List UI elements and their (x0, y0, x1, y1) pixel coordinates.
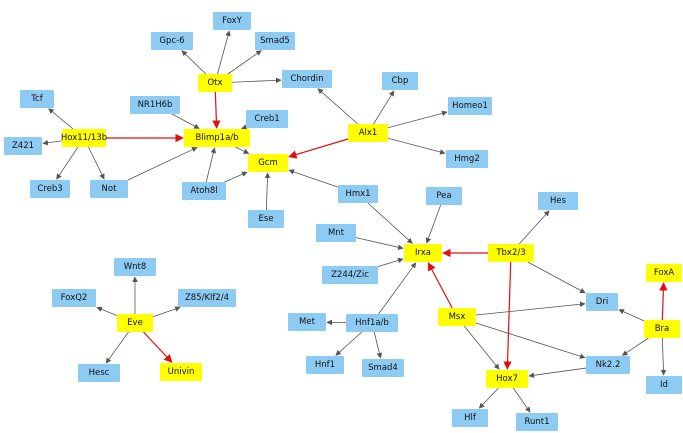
edge-msx-to-dri (475, 301, 586, 316)
edge-tbx23-to-hes (518, 210, 550, 245)
edge-hmx1-to-irxa (367, 202, 413, 244)
edge-msx-to-irxa (427, 262, 453, 309)
node-univin: Univin (160, 363, 202, 381)
node-wnt8: Wnt8 (114, 258, 156, 276)
edge-alx1-to-cbp (373, 90, 395, 125)
edge-nk22-to-hox7 (528, 367, 587, 379)
edge-alx1-to-hmg2 (387, 137, 446, 155)
node-atoh8l: Atoh8l (182, 182, 226, 200)
node-gcm: Gcm (248, 154, 288, 172)
node-foxq2: FoxQ2 (52, 289, 96, 307)
node-z85: Z85/Klf2/4 (178, 289, 236, 307)
node-mnt: Mnt (316, 224, 356, 242)
edge-alx1-to-homeo1 (387, 110, 448, 129)
edge-atoh8l-to-blimp1 (205, 147, 217, 183)
node-hes: Hes (538, 192, 578, 210)
node-foxy: FoxY (213, 12, 251, 30)
node-bra: Bra (644, 320, 680, 338)
node-met: Met (288, 313, 326, 331)
node-homeo1: Homeo1 (448, 97, 492, 115)
edge-tbx23-to-hox7 (503, 261, 512, 370)
node-pea: Pea (426, 187, 462, 205)
edge-otx-to-chordin (231, 77, 282, 84)
edge-pea-to-irxa (425, 204, 442, 244)
edge-not-to-blimp1 (127, 147, 198, 181)
edge-otx-to-foxy (217, 30, 231, 75)
node-nk22: Nk2.2 (586, 356, 630, 374)
node-eve: Eve (117, 314, 153, 332)
edge-nr1h6b-to-blimp1 (171, 113, 200, 129)
edge-bra-to-foxa (659, 282, 668, 321)
edge-otx-to-blimp1 (212, 91, 221, 129)
node-dri: Dri (586, 293, 618, 311)
edge-eve-to-univin (143, 331, 173, 363)
edge-bra-to-dri (618, 309, 645, 322)
edge-bra-to-id (660, 337, 667, 376)
node-hmx1: Hmx1 (338, 185, 378, 203)
node-chordin: Chordin (282, 70, 332, 88)
edge-atoh8l-to-gcm (224, 171, 248, 183)
edge-hox11-to-z421 (42, 139, 63, 146)
node-tcf: Tcf (20, 90, 54, 108)
edge-eve-to-z85 (152, 306, 181, 318)
edge-alx1-to-gcm (288, 138, 349, 159)
node-irxa: Irxa (404, 244, 442, 262)
edge-hox7-to-runt1 (512, 387, 531, 413)
node-msx: Msx (438, 308, 476, 326)
edge-hox11-to-not (88, 146, 105, 180)
node-smad5: Smad5 (255, 32, 295, 50)
edge-mnt-to-irxa (355, 237, 404, 251)
edge-alx1-to-chordin (317, 88, 359, 125)
node-alx1: Alx1 (348, 124, 388, 142)
node-runt1: Runt1 (516, 413, 558, 431)
node-smad4: Smad4 (362, 359, 404, 377)
edge-tbx23-to-dri (527, 261, 586, 294)
edge-blimp1-to-gcm (235, 146, 250, 154)
node-foxa: FoxA (646, 264, 682, 282)
edge-hox7-to-hlf (478, 387, 499, 409)
node-hesc: Hesc (78, 364, 120, 382)
node-hox7: Hox7 (486, 370, 528, 388)
edge-hmx1-to-gcm (288, 169, 339, 188)
edge-hnf1ab-to-hnf1 (335, 331, 363, 356)
edge-eve-to-hesc (105, 331, 129, 364)
edge-ese-to-gcm (264, 172, 271, 211)
edge-hox11-to-tcf (48, 108, 74, 130)
edge-bra-to-nk22 (621, 337, 649, 356)
edge-msx-to-hox7 (463, 325, 500, 370)
node-z244: Z244/Zic (322, 266, 378, 284)
node-hnf1ab: Hnf1a/b (346, 314, 398, 332)
node-blimp1: Blimp1a/b (184, 129, 250, 147)
node-hox11: Hox11/13b (61, 129, 107, 147)
node-hmg2: Hmg2 (446, 150, 488, 168)
node-id: Id (646, 376, 682, 394)
edge-msx-to-nk22 (475, 322, 586, 359)
edge-otx-to-smad5 (227, 50, 262, 75)
node-otx: Otx (198, 74, 232, 92)
node-nr1h6b: NR1H6b (130, 96, 180, 114)
node-hlf: Hlf (452, 409, 488, 427)
node-tbx23: Tbx2/3 (488, 244, 534, 262)
edge-creb1-to-blimp1 (241, 124, 248, 130)
node-not: Not (90, 180, 128, 198)
node-cbp: Cbp (382, 72, 418, 90)
edge-z244-to-irxa (377, 257, 404, 267)
edge-hox11-to-creb3 (56, 146, 79, 180)
node-creb1: Creb1 (246, 110, 288, 128)
node-hnf1: Hnf1 (306, 356, 344, 374)
edge-otx-to-gpc6 (181, 50, 207, 75)
edge-hnf1ab-to-irxa (378, 262, 417, 315)
node-ese: Ese (248, 210, 284, 228)
node-creb3: Creb3 (30, 180, 70, 198)
node-z421: Z421 (4, 137, 42, 155)
edge-eve-to-foxq2 (96, 306, 118, 316)
node-gpc6: Gpc-6 (151, 32, 193, 50)
edge-hnf1ab-to-smad4 (373, 331, 383, 359)
